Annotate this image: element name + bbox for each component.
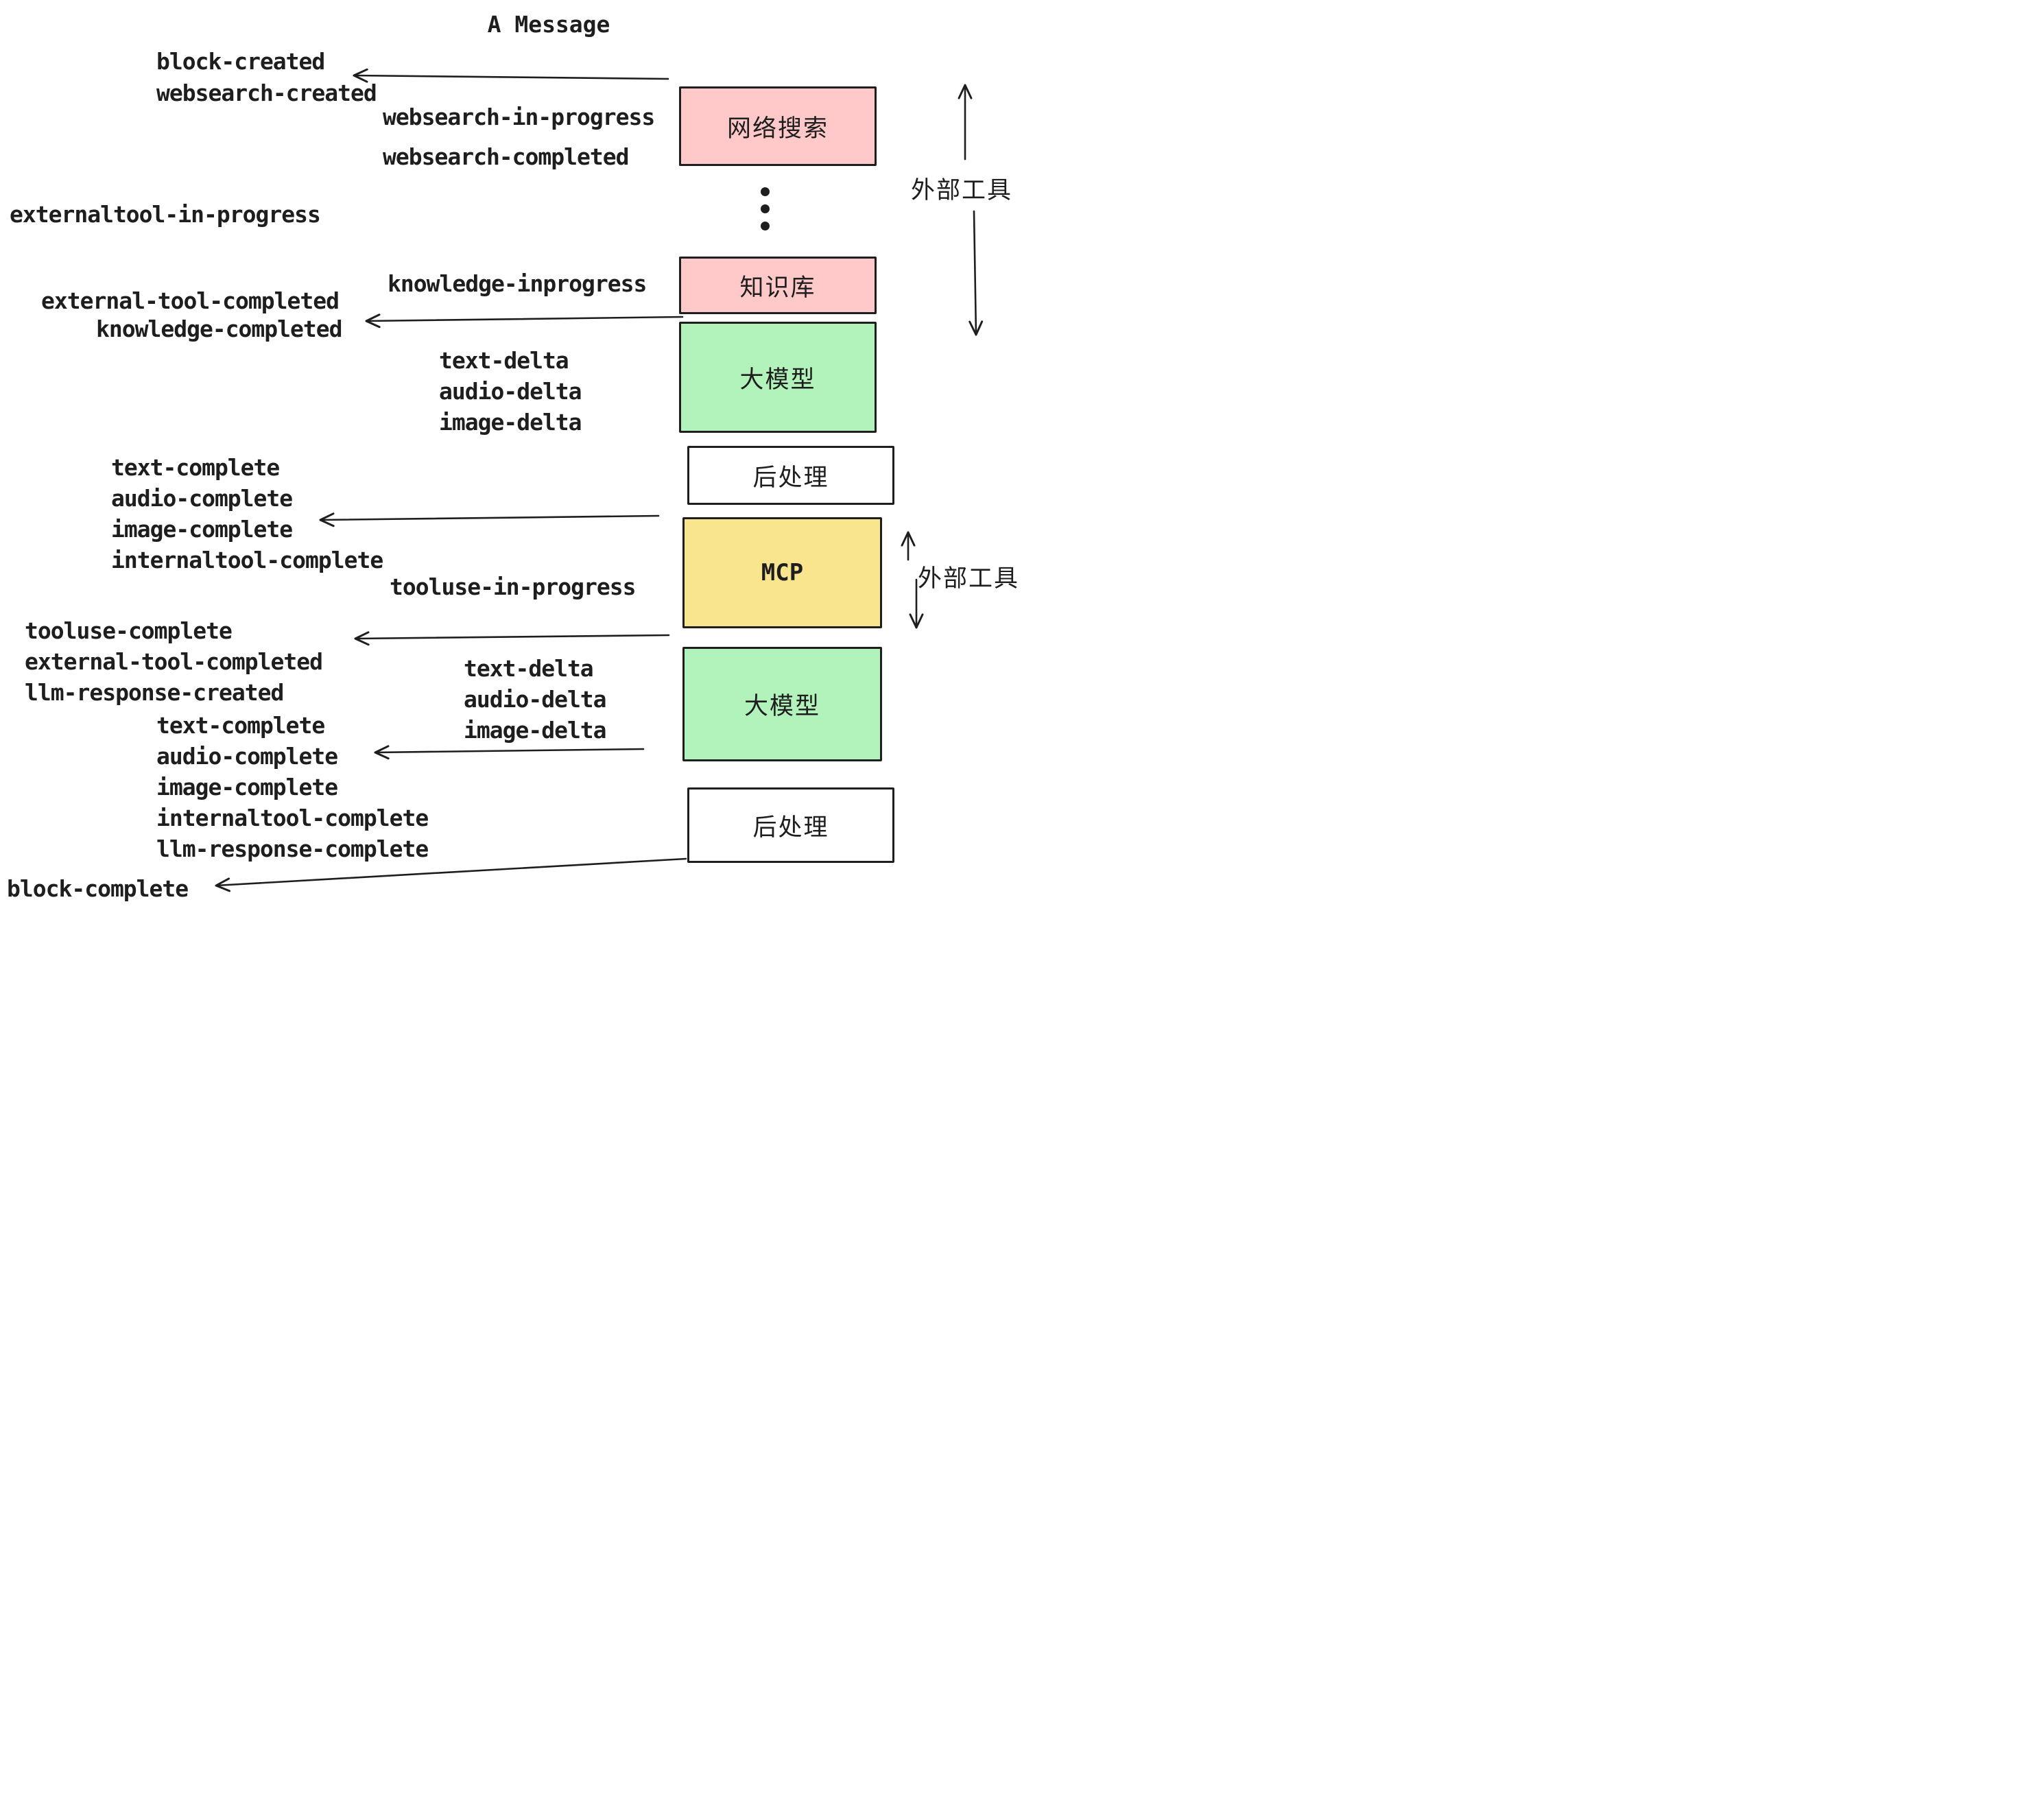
event-tooluse-complete: tooluse-complete — [25, 617, 233, 644]
event-llm-response-created: llm-response-created — [25, 679, 284, 706]
event-text-delta: text-delta — [439, 347, 569, 374]
event-knowledge-inprogress: knowledge-inprogress — [388, 270, 647, 297]
arrow-to-knowledge-completed — [365, 313, 684, 329]
event-text-delta-2: text-delta — [464, 655, 594, 682]
box-mcp-label: MCP — [761, 559, 804, 586]
arrow-to-audio-complete — [374, 745, 645, 760]
event-text-complete: text-complete — [111, 454, 280, 481]
event-websearch-in-progress: websearch-in-progress — [383, 104, 655, 130]
event-knowledge-completed: knowledge-completed — [96, 316, 342, 342]
event-externaltool-in-progress: externaltool-in-progress — [10, 201, 321, 228]
ellipsis-dot — [761, 204, 770, 213]
event-websearch-completed: websearch-completed — [383, 143, 629, 170]
diagram-canvas: A Message block-created websearch-create… — [0, 0, 1022, 902]
event-internaltool-complete-2: internaltool-complete — [156, 805, 429, 831]
event-external-tool-completed-2: external-tool-completed — [25, 648, 323, 675]
box-llm-2-label: 大模型 — [744, 693, 820, 720]
event-tooluse-in-progress: tooluse-in-progress — [390, 573, 636, 600]
event-websearch-created: websearch-created — [156, 80, 377, 106]
event-external-tool-completed: external-tool-completed — [41, 287, 340, 314]
arrow-to-block-created — [353, 68, 669, 83]
box-postprocess-1-label: 后处理 — [752, 464, 829, 492]
box-llm-1: 大模型 — [679, 322, 877, 433]
box-llm-1-label: 大模型 — [739, 366, 816, 394]
label-external-tool-mid: 外部工具 — [918, 565, 1020, 593]
arrow-external-tool-top-down — [968, 210, 984, 336]
event-audio-delta-2: audio-delta — [464, 686, 607, 713]
event-text-complete-2: text-complete — [156, 712, 325, 739]
event-audio-complete-2: audio-complete — [156, 743, 338, 770]
box-websearch-label: 网络搜索 — [726, 115, 829, 143]
event-image-delta-2: image-delta — [464, 717, 607, 744]
diagram-title: A Message — [487, 11, 610, 38]
box-postprocess-2-label: 后处理 — [752, 814, 829, 842]
event-audio-delta: audio-delta — [439, 378, 582, 405]
arrow-to-block-complete — [215, 857, 687, 892]
event-audio-complete: audio-complete — [111, 485, 293, 512]
box-mcp: MCP — [682, 517, 882, 628]
event-block-created: block-created — [156, 48, 325, 75]
arrow-to-image-complete — [319, 512, 660, 527]
box-postprocess-1: 后处理 — [687, 446, 894, 505]
event-image-complete-2: image-complete — [156, 774, 338, 800]
label-external-tool-top: 外部工具 — [911, 177, 1013, 204]
box-llm-2: 大模型 — [682, 647, 882, 761]
box-knowledge: 知识库 — [679, 257, 877, 314]
event-block-complete: block-complete — [7, 875, 189, 902]
box-postprocess-2: 后处理 — [687, 787, 894, 863]
event-image-delta: image-delta — [439, 409, 582, 436]
arrow-to-tooluse-complete — [354, 631, 670, 646]
event-llm-response-complete: llm-response-complete — [156, 835, 429, 862]
box-websearch: 网络搜索 — [679, 86, 877, 166]
ellipsis-dot — [761, 222, 770, 230]
ellipsis-dot — [761, 187, 770, 196]
event-internaltool-complete: internaltool-complete — [111, 547, 383, 573]
event-image-complete: image-complete — [111, 516, 293, 543]
box-knowledge-label: 知识库 — [739, 274, 816, 302]
